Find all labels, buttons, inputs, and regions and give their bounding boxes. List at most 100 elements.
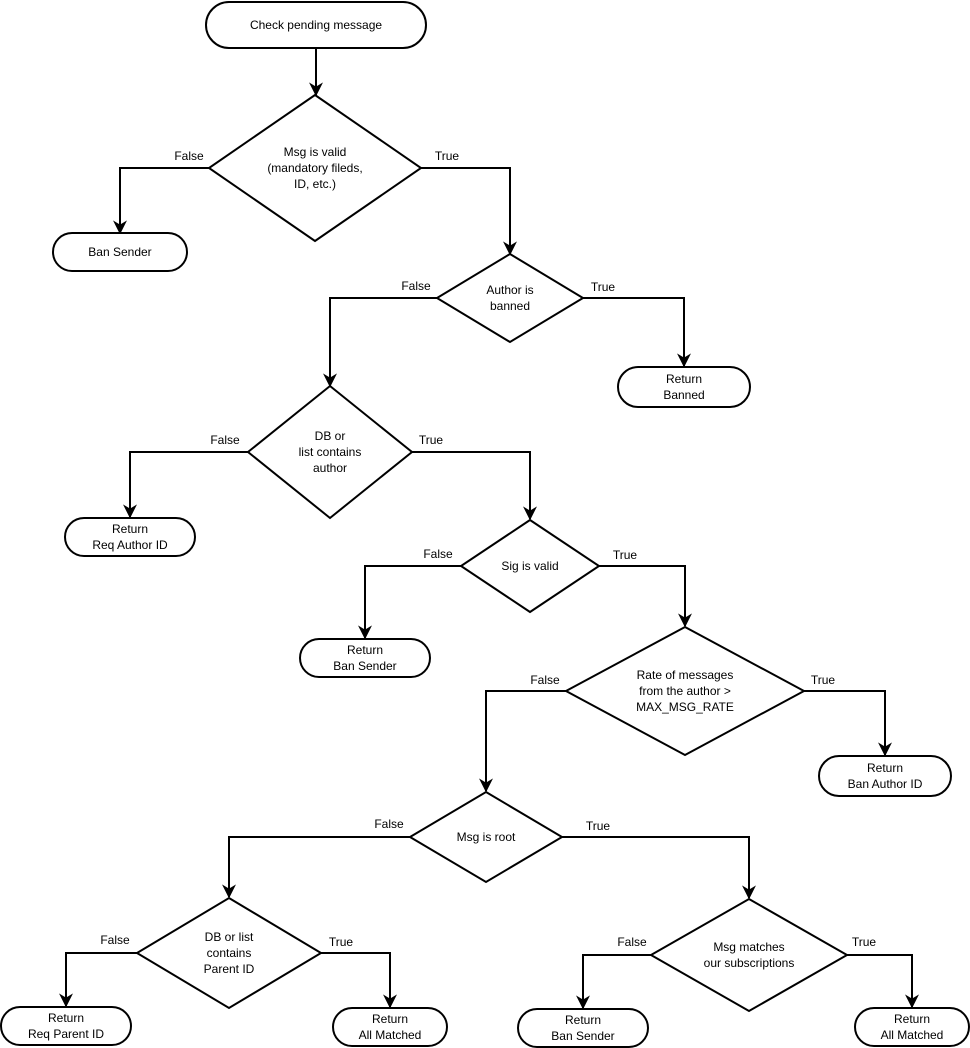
connector-arrow [599, 565, 692, 628]
connector-arrow [847, 954, 919, 1009]
node-label-line: DB or list [205, 930, 254, 944]
node-label-line: author [313, 461, 347, 475]
terminal-node-start: Check pending message [205, 1, 427, 49]
node-label-line: Msg matches [713, 940, 784, 954]
edge-label-false: False [530, 673, 560, 687]
edge-label-false: False [210, 433, 240, 447]
edge-label-true: True [435, 149, 460, 163]
edge-d_root-to-d_subs: True [562, 819, 756, 900]
edge-label-true: True [329, 935, 354, 949]
edge-d_sig-to-ret_ban_sender_1: False [358, 547, 461, 640]
edge-d_rate-to-d_root: False [479, 673, 566, 793]
decision-node-d_subs: Msg matches our subscriptions [648, 897, 850, 1013]
decision-node-d_banned: Author is banned [435, 252, 585, 344]
edge-d_valid-to-d_banned: True [421, 149, 517, 256]
node-label-line: Msg is root [457, 830, 516, 844]
edge-label-false: False [423, 547, 453, 561]
connector-arrow [358, 565, 461, 640]
terminal-pill [854, 1007, 970, 1047]
edge-d_sig-to-d_rate: True [599, 548, 692, 628]
node-label-line: Parent ID [204, 962, 255, 976]
decision-node-d_root: Msg is root [408, 790, 564, 884]
connector-arrow [583, 297, 691, 368]
node-label-line: list contains [299, 445, 362, 459]
node-label-line: Return [372, 1012, 408, 1026]
node-label-line: (mandatory fileds, [267, 161, 362, 175]
edge-d_valid-to-ban_sender_1: False [113, 149, 209, 235]
edge-d_subs-to-ret_all_matched_2: True [847, 935, 919, 1009]
decision-diamond [459, 518, 601, 614]
connector-arrow [222, 836, 410, 899]
edge-d_subs-to-ret_ban_sender_2: False [576, 935, 651, 1010]
edge-label-false: False [617, 935, 647, 949]
node-label-line: our subscriptions [704, 956, 795, 970]
terminal-pill [0, 1006, 132, 1046]
edge-label-true: True [586, 819, 611, 833]
edge-d_banned-to-d_contains_author: False [323, 279, 437, 388]
node-label-line: Ban Author ID [848, 777, 923, 791]
terminal-pill [517, 1008, 649, 1048]
decision-diamond [563, 625, 807, 757]
connector-arrow [123, 451, 248, 519]
decision-diamond [408, 790, 564, 884]
node-label-line: Ban Sender [88, 245, 151, 259]
connector-arrow [323, 297, 437, 388]
node-label-line: banned [490, 299, 530, 313]
node-label-line: Ban Sender [333, 659, 396, 673]
node-label-line: Rate of messages [637, 668, 734, 682]
edge-d_rate-to-ret_ban_author: True [804, 673, 892, 757]
node-label-line: Return [867, 761, 903, 775]
connector-arrow [479, 690, 566, 793]
terminal-pill [52, 232, 188, 272]
decision-node-d_contains_author: DB or list contains author [246, 384, 414, 520]
connector-arrow [421, 167, 517, 256]
connector-arrow [321, 952, 397, 1009]
node-label-line: Return [894, 1012, 930, 1026]
edge-label-true: True [613, 548, 638, 562]
node-label-line: Return [347, 643, 383, 657]
node-label-line: Return [666, 372, 702, 386]
node-label-line: Check pending message [250, 18, 382, 32]
connector-arrow [412, 451, 537, 521]
node-label-line: MAX_MSG_RATE [636, 700, 734, 714]
decision-diamond [435, 252, 585, 344]
node-label-line: Return [112, 522, 148, 536]
connector-arrow [576, 954, 651, 1010]
node-label-line: ID, etc.) [294, 177, 336, 191]
node-label-line: Ban Sender [551, 1029, 614, 1043]
node-label-line: All Matched [881, 1028, 944, 1042]
decision-diamond [135, 896, 323, 1010]
edge-label-false: False [401, 279, 431, 293]
terminal-pill [332, 1007, 448, 1047]
edge-d_banned-to-ret_banned: True [583, 280, 691, 368]
decision-diamond [207, 93, 423, 243]
edge-label-true: True [591, 280, 616, 294]
node-label-line: Banned [663, 388, 704, 402]
connector-arrow [804, 690, 892, 757]
node-label-line: All Matched [359, 1028, 422, 1042]
edge-label-true: True [811, 673, 836, 687]
node-label-line: Author is [486, 283, 533, 297]
terminal-pill [64, 517, 196, 557]
terminal-pill [818, 755, 952, 797]
decision-diamond [648, 897, 850, 1013]
edge-label-false: False [174, 149, 204, 163]
connector-arrow [562, 836, 756, 900]
terminal-node-ban_sender_1: Ban Sender [52, 232, 188, 272]
edge-d_parent-to-ret_all_matched_1: True [321, 935, 397, 1009]
node-label-line: DB or [315, 429, 346, 443]
edge-d_contains_author-to-ret_req_author: False [123, 433, 248, 519]
edge-label-false: False [374, 817, 404, 831]
decision-node-d_valid: Msg is valid(mandatory fileds,ID, etc.) [207, 93, 423, 243]
edge-label-true: True [419, 433, 444, 447]
node-label-line: Req Author ID [92, 538, 168, 552]
node-label-line: Return [565, 1013, 601, 1027]
edge-label-true: True [852, 935, 877, 949]
